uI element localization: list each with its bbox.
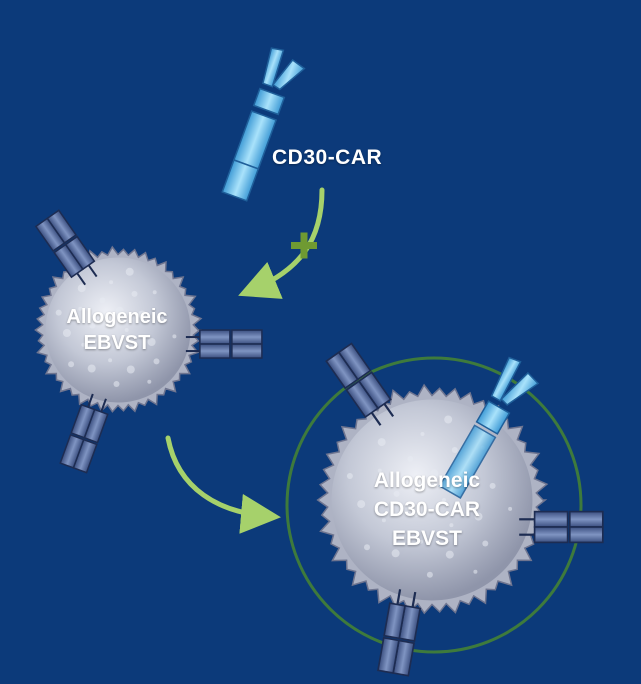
tcr-receptor-icon (377, 589, 422, 677)
tcr-receptor-icon (519, 510, 604, 544)
cell1-label-line: EBVST (83, 332, 151, 354)
cell2-label-line: EBVST (391, 527, 462, 550)
tcr-receptor-icon (59, 393, 109, 474)
cd30-car-receptor-icon (438, 356, 540, 499)
cell2-label: Allogeneic CD30-CAR EBVST (352, 466, 502, 553)
cell2-label-line: Allogeneic (373, 469, 481, 492)
t-cell-icon (34, 209, 263, 474)
arrow-cell-to-car-cell (165, 435, 281, 534)
arrow-car-to-cell (238, 187, 325, 299)
cd30-car-receptor-icon (221, 47, 306, 202)
plus-icon (291, 232, 317, 259)
cell2-label-line: CD30-CAR (373, 498, 481, 521)
tcr-receptor-icon (34, 209, 98, 286)
cell1-label: Allogeneic EBVST (52, 304, 182, 356)
cell1-label-line: Allogeneic (66, 306, 168, 328)
tcr-receptor-icon (185, 329, 263, 359)
tcr-receptor-icon (325, 342, 395, 426)
car-label: CD30-CAR (272, 146, 383, 169)
transduction-ring (285, 356, 583, 654)
